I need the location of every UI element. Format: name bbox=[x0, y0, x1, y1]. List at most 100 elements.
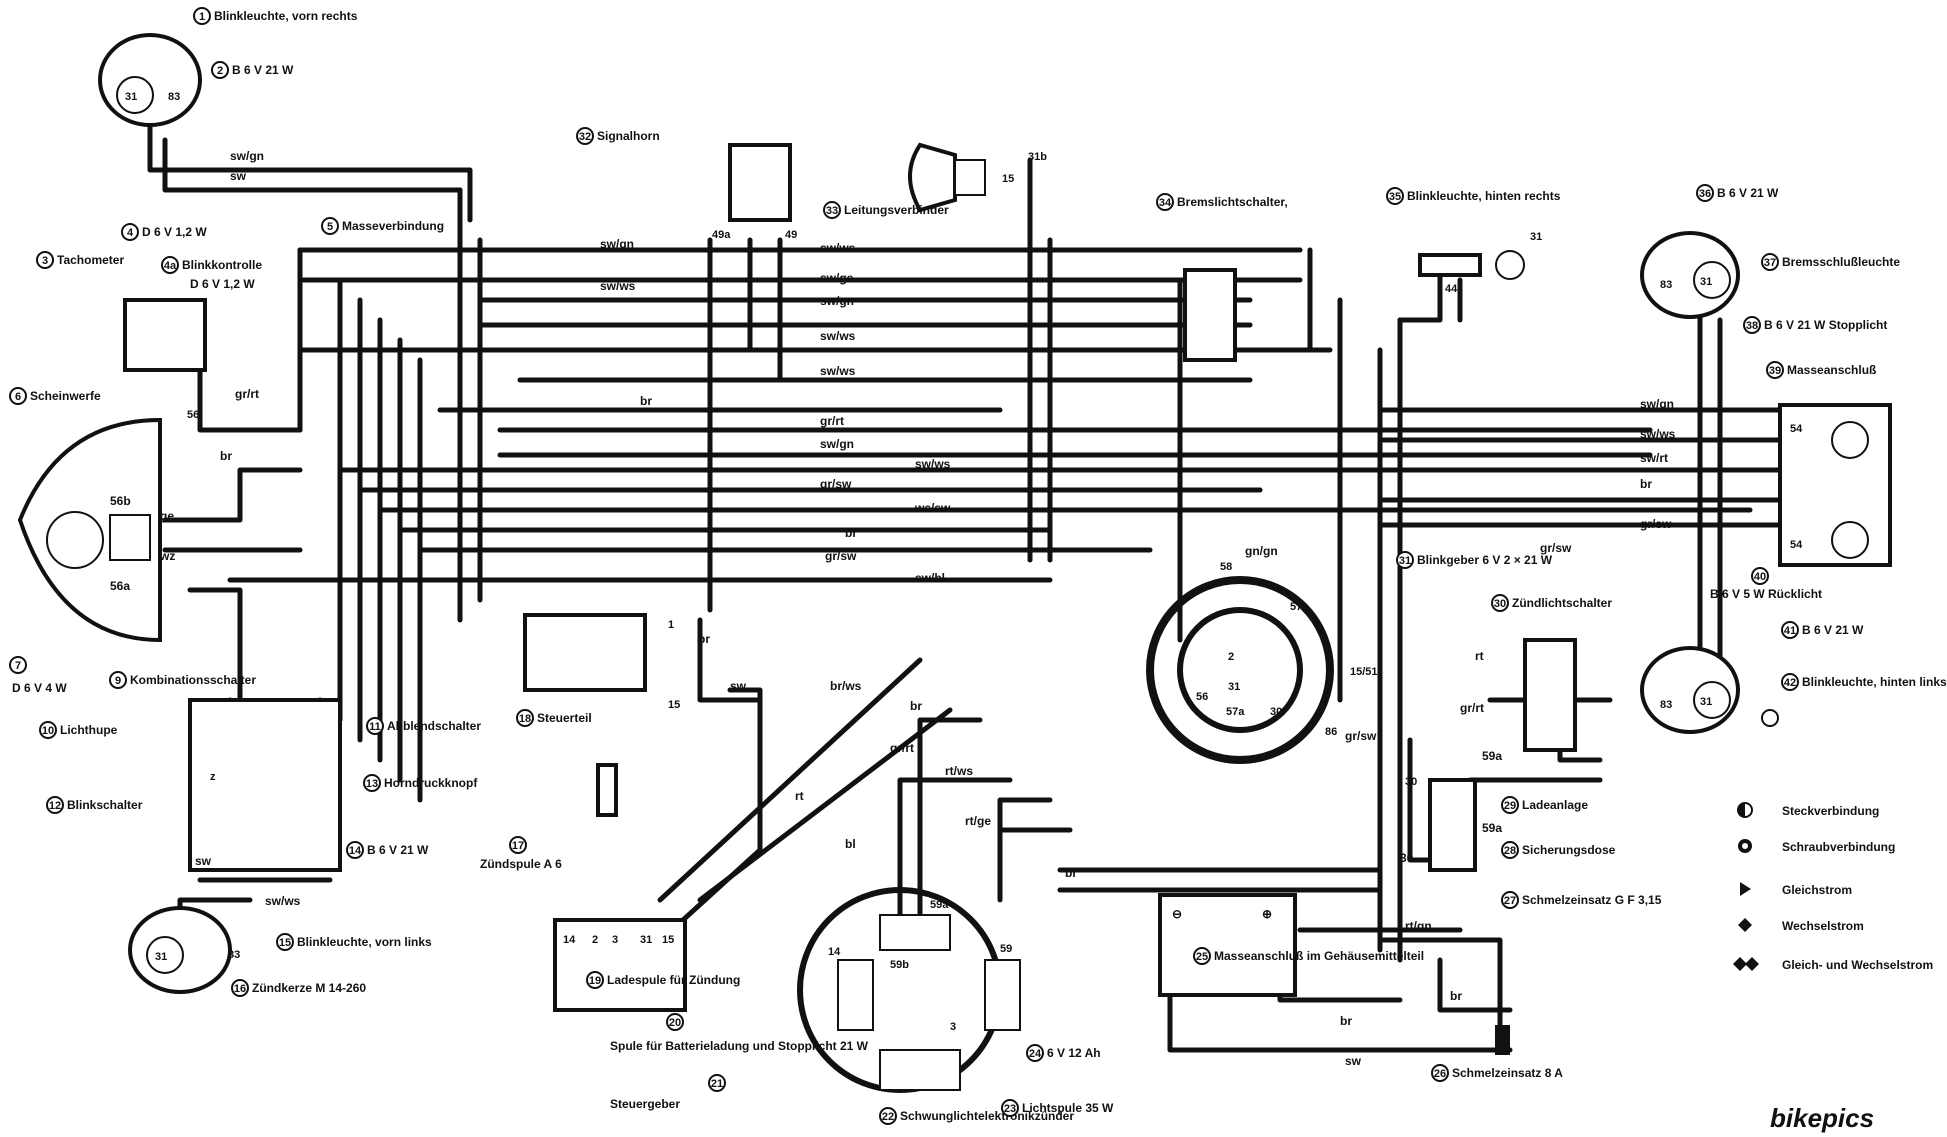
svg-text:11: 11 bbox=[369, 721, 381, 733]
svg-text:B 6 V 21 W: B 6 V 21 W bbox=[1802, 623, 1864, 637]
pin-3-mag: 3 bbox=[950, 1021, 956, 1033]
wl-wssw-mid: ws/sw bbox=[914, 501, 951, 515]
wl-br-upper: br bbox=[640, 394, 652, 408]
wl-rtws: rt/ws bbox=[945, 764, 973, 778]
svg-text:15: 15 bbox=[279, 937, 291, 949]
wl-rtgn: rt/gn bbox=[1405, 919, 1432, 933]
wl-br-mid2: br bbox=[845, 526, 857, 540]
svg-text:3: 3 bbox=[42, 255, 48, 267]
wl-rear-swgn: sw/gn bbox=[1640, 397, 1674, 411]
svg-text:19: 19 bbox=[589, 975, 601, 987]
wl-grsw-mid: gr/sw bbox=[820, 477, 852, 491]
svg-text:6: 6 bbox=[15, 391, 21, 403]
svg-text:17: 17 bbox=[512, 840, 524, 852]
callout-2: 2 B 6 V 21 W bbox=[211, 61, 294, 79]
pin-59a-fuse: 59a bbox=[1482, 749, 1502, 763]
callout-7: 7D 6 V 4 W bbox=[9, 656, 67, 695]
wl-mid-2: sw/ge bbox=[820, 271, 854, 285]
svg-text:Steckverbindung: Steckverbindung bbox=[1782, 804, 1879, 818]
svg-text:Blinkleuchte, hinten rechts: Blinkleuchte, hinten rechts bbox=[1407, 189, 1561, 203]
svg-text:2: 2 bbox=[217, 65, 223, 77]
wl-swgn-mid: sw/gn bbox=[820, 437, 854, 451]
wl-br-low: br bbox=[1065, 866, 1077, 880]
flywheel-magneto: 59a 59b 14 59 3 bbox=[797, 887, 1021, 1093]
svg-text:Schwunglichtelektronikzünder: Schwunglichtelektronikzünder bbox=[900, 1109, 1074, 1123]
legend-steckverbindung: Steckverbindung bbox=[1737, 802, 1879, 818]
pin-15: 15 bbox=[1002, 173, 1014, 185]
svg-text:Blinkgeber 6 V 2 × 21 W: Blinkgeber 6 V 2 × 21 W bbox=[1417, 553, 1553, 567]
svg-text:Bremsschlußleuchte: Bremsschlußleuchte bbox=[1782, 255, 1900, 269]
svg-text:Blinkkontrolle: Blinkkontrolle bbox=[182, 258, 262, 272]
wl-mid-5: sw/ws bbox=[820, 364, 856, 378]
wl-br-ground1: br bbox=[1450, 989, 1462, 1003]
pin-56b: 56b bbox=[110, 494, 131, 508]
tachometer: 56 bbox=[123, 298, 207, 421]
wl-rear-swrt: sw/rt bbox=[1640, 451, 1668, 465]
wl-mid-4: sw/ws bbox=[820, 329, 856, 343]
callout-35: 36 B 6 V 21 W bbox=[1696, 184, 1779, 202]
svg-text:B 6 V 21 W: B 6 V 21 W bbox=[1717, 186, 1779, 200]
svg-text:Lichtspule 35 W: Lichtspule 35 W bbox=[1022, 1101, 1114, 1115]
pin-44: 44 bbox=[1445, 283, 1458, 295]
svg-text:Schmelzeinsatz G F 3,15: Schmelzeinsatz G F 3,15 bbox=[1522, 893, 1662, 907]
svg-text:21: 21 bbox=[711, 1078, 723, 1090]
wl-blinkgeber-out1: sw/gn bbox=[600, 237, 634, 251]
lamp-front-left: 31 83 bbox=[128, 906, 240, 994]
svg-text:14: 14 bbox=[349, 845, 362, 857]
wl-grrt-charge: gr/rt bbox=[1460, 701, 1484, 715]
pin-30-b: 30 bbox=[1400, 851, 1414, 865]
pin-31-ign: 31 bbox=[1228, 681, 1240, 693]
cu-pin-15: 15 bbox=[662, 934, 674, 946]
ground-connector bbox=[1495, 1025, 1510, 1055]
wl-grsw-switch: gr/sw bbox=[1540, 541, 1572, 555]
cu-pin-14: 14 bbox=[563, 934, 576, 946]
wl-coil-br: br bbox=[698, 632, 710, 646]
svg-text:33: 33 bbox=[826, 205, 838, 217]
pin-83-rr: 83 bbox=[1660, 279, 1672, 291]
svg-text:Zündlichtschalter: Zündlichtschalter bbox=[1512, 596, 1612, 610]
svg-text:Bremslichtschalter,: Bremslichtschalter, bbox=[1177, 195, 1288, 209]
wl-blinkgeber-out2: sw/ws bbox=[600, 279, 636, 293]
pin-14-mag: 14 bbox=[828, 946, 841, 958]
control-unit: 14 2 3 31 15 bbox=[553, 918, 687, 1012]
svg-text:Gleich- und Wechselstrom: Gleich- und Wechselstrom bbox=[1782, 958, 1933, 972]
svg-text:42: 42 bbox=[1784, 677, 1796, 689]
spark-plug bbox=[596, 763, 618, 817]
svg-text:Ladeanlage: Ladeanlage bbox=[1522, 798, 1588, 812]
pin-83-rl: 83 bbox=[1660, 699, 1672, 711]
svg-text:Tachometer: Tachometer bbox=[57, 253, 124, 267]
wl-bl-low: bl bbox=[845, 837, 856, 851]
svg-text:D 6 V 1,2 W: D 6 V 1,2 W bbox=[142, 225, 207, 239]
pin-59b: 59b bbox=[890, 959, 909, 971]
wl-swws-lower: sw/ws bbox=[265, 894, 301, 908]
lamp-rear-right: 31 83 bbox=[1640, 231, 1740, 319]
wl-swbl: sw/bl bbox=[915, 571, 945, 585]
wl-grsw-charge: gr/sw bbox=[1345, 729, 1377, 743]
svg-text:12: 12 bbox=[49, 800, 61, 812]
wl-rear-swws: sw/ws bbox=[1640, 427, 1676, 441]
pin-1: 1 bbox=[668, 619, 674, 631]
svg-text:36: 36 bbox=[1699, 188, 1711, 200]
horn: 31b 15 bbox=[908, 142, 1047, 213]
svg-text:B 6 V 5 W Rücklicht: B 6 V 5 W Rücklicht bbox=[1710, 587, 1822, 601]
svg-text:Blinkleuchte, vorn rechts: Blinkleuchte, vorn rechts bbox=[214, 9, 358, 23]
svg-text:Masseanschluß im Gehäusemittel: Masseanschluß im Gehäusemittelteil bbox=[1214, 949, 1424, 963]
callout-42 bbox=[1761, 709, 1779, 727]
svg-text:16: 16 bbox=[234, 983, 246, 995]
wl-grsw-mid2: gr/sw bbox=[825, 549, 857, 563]
svg-text:B 6 V 21 W: B 6 V 21 W bbox=[232, 63, 294, 77]
cu-pin-3: 3 bbox=[612, 934, 618, 946]
wl-rtge: rt/ge bbox=[965, 814, 991, 828]
